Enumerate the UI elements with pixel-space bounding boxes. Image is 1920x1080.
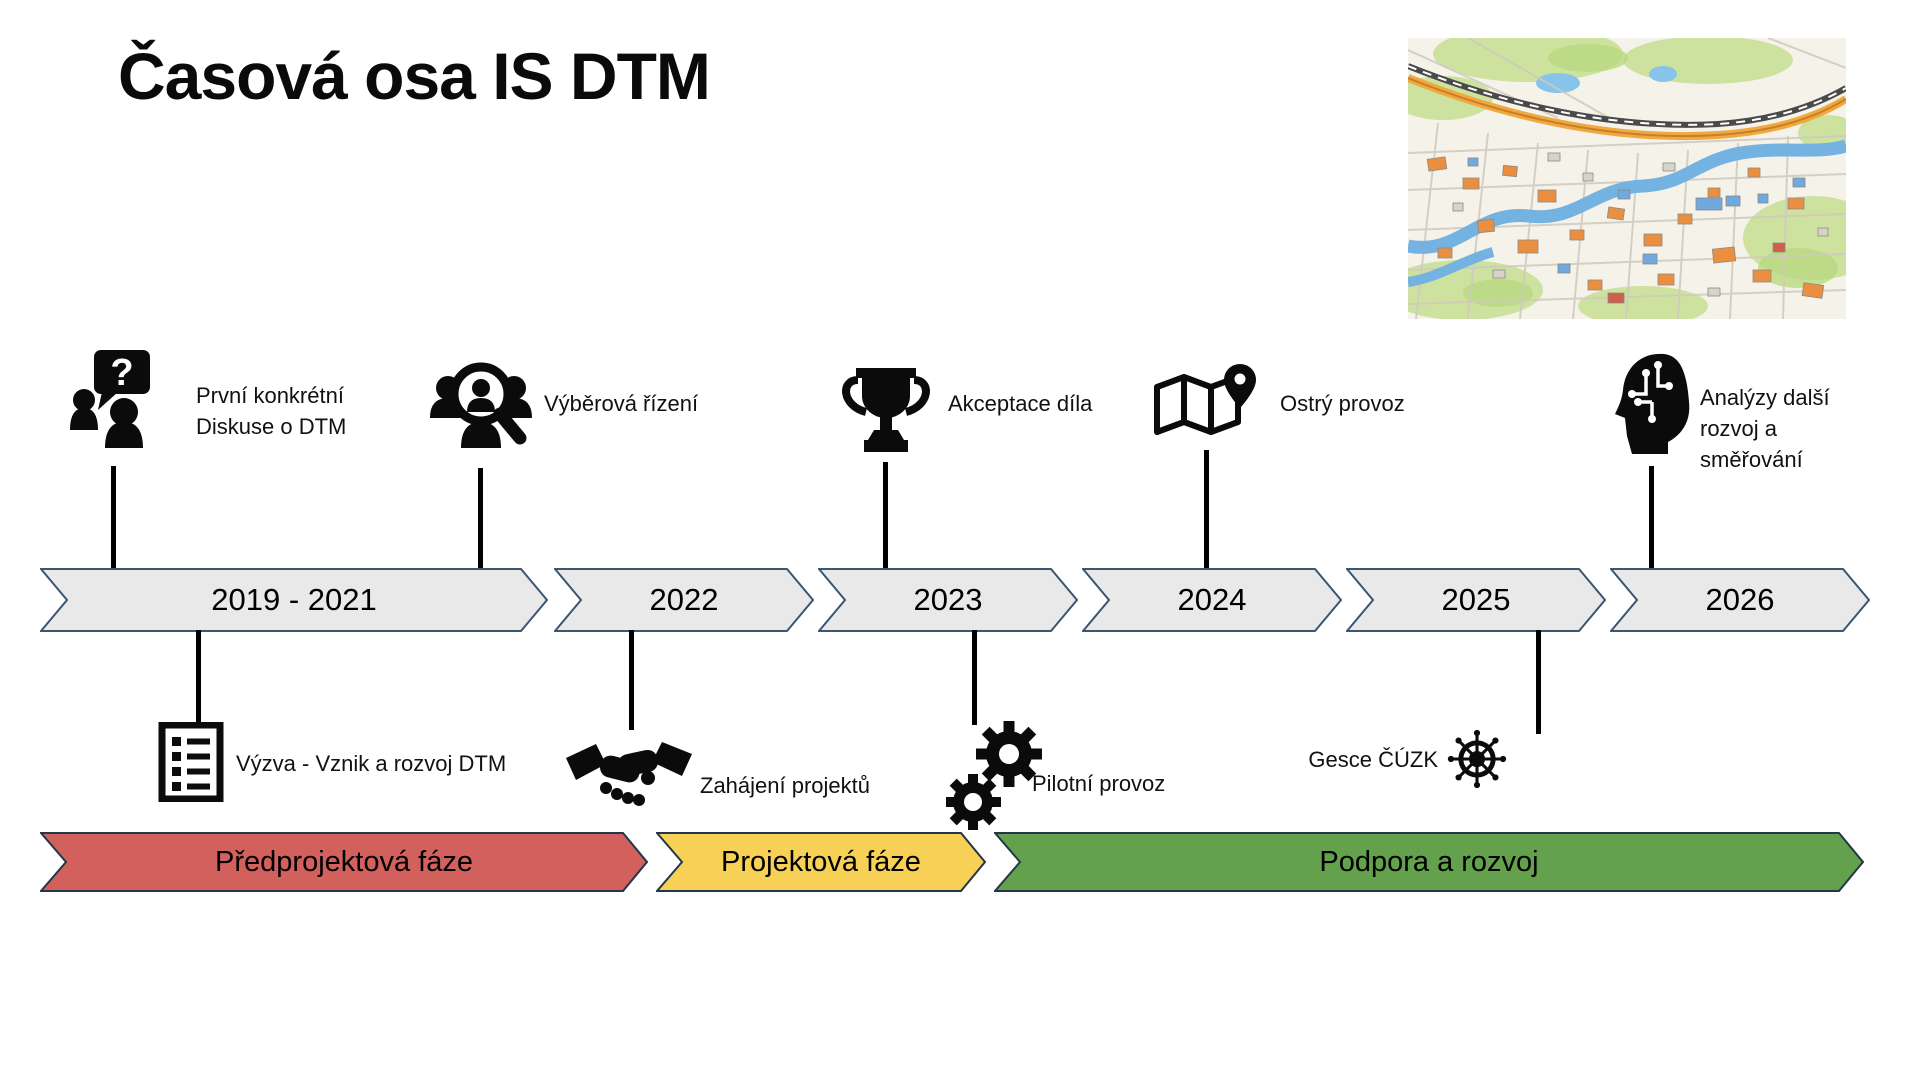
milestone-label-zahajeni: Zahájení projektů <box>700 773 870 798</box>
milestone-label-ostry: Ostrý provoz <box>1280 391 1405 416</box>
year-label: 2025 <box>1441 582 1511 617</box>
timeline-segment-2026 <box>1610 568 1870 632</box>
phase-bar-predprojektova <box>40 832 648 892</box>
year-label: 2024 <box>1177 582 1247 617</box>
gears-icon <box>946 720 1046 832</box>
connector-line <box>196 630 201 726</box>
connector-line <box>1536 630 1541 734</box>
year-label: 2022 <box>649 582 719 617</box>
ship-helm-icon <box>1446 728 1508 790</box>
connector-line <box>1649 466 1654 570</box>
phase-label: Projektová fáze <box>721 845 921 878</box>
milestone-label-gesce: Gesce ČÚZK <box>1308 747 1438 772</box>
year-label: 2019 - 2021 <box>211 582 377 617</box>
connector-line <box>883 462 888 570</box>
trophy-icon <box>836 366 936 462</box>
svg-text:?: ? <box>110 352 133 394</box>
selection-search-icon <box>428 352 534 464</box>
document-list-icon <box>158 722 224 802</box>
phase-bar-podpora <box>994 832 1864 892</box>
phase-label: Podpora a rozvoj <box>1319 845 1539 878</box>
milestone-label-vyzva: Výzva - Vznik a rozvoj DTM <box>236 751 507 776</box>
connector-line <box>478 468 483 570</box>
timeline-segment-2022 <box>554 568 814 632</box>
milestone-label-analyzy: Analýzy další rozvoj a směřování <box>1700 385 1830 472</box>
timeline-segment-2024 <box>1082 568 1342 632</box>
timeline-segment-2025 <box>1346 568 1606 632</box>
connector-line <box>1204 450 1209 570</box>
timeline-segment-2023 <box>818 568 1078 632</box>
handshake-icon <box>566 732 692 818</box>
phase-label: Předprojektová fáze <box>215 845 473 878</box>
milestone-label-diskuse: První konkrétní Diskuse o DTM <box>196 383 347 439</box>
city-map-image <box>1408 38 1846 319</box>
discussion-icon: ? <box>68 348 180 462</box>
milestone-label-vyberova: Výběrová řízení <box>544 391 699 416</box>
phase-bar-projektova <box>656 832 986 892</box>
year-label: 2023 <box>913 582 983 617</box>
map-graphic <box>1408 38 1846 319</box>
page-title: Časová osa IS DTM <box>118 39 711 113</box>
milestone-label-akceptace: Akceptace díla <box>948 391 1093 416</box>
year-label: 2026 <box>1705 582 1775 617</box>
connector-line <box>111 466 116 570</box>
map-pin-icon <box>1152 362 1260 450</box>
ai-head-icon <box>1608 350 1704 464</box>
milestone-label-pilotni: Pilotní provoz <box>1032 771 1166 796</box>
timeline-segment-2019-2021 <box>40 568 548 632</box>
connector-line <box>629 630 634 730</box>
connector-line <box>972 630 977 725</box>
